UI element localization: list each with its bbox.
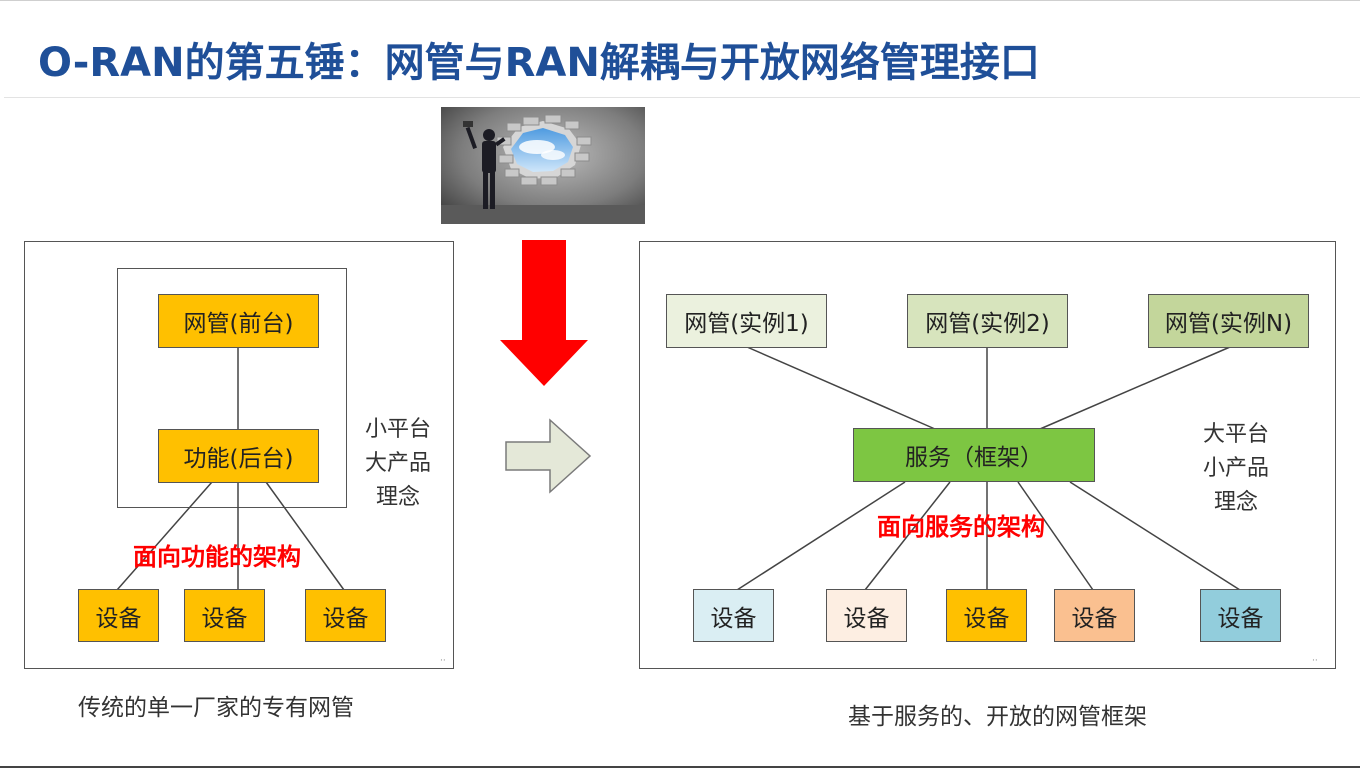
left-inner-frame bbox=[117, 268, 347, 508]
left-device-3: 设备 bbox=[305, 589, 386, 642]
man-breaking-wall-image bbox=[441, 107, 645, 224]
top-rule bbox=[0, 0, 1360, 1]
page-title: O-RAN的第五锤：网管与RAN解耦与开放网络管理接口 bbox=[38, 40, 1040, 86]
left-note: 小平台 大产品 理念 bbox=[352, 413, 444, 515]
right-panel-mark: ·· bbox=[1312, 656, 1318, 666]
left-panel-mark: ·· bbox=[440, 656, 446, 666]
right-device-3: 设备 bbox=[946, 589, 1027, 642]
right-note-line-1: 大平台 bbox=[1202, 422, 1269, 447]
title-divider bbox=[4, 97, 1360, 98]
nms-instance-2-box: 网管(实例2) bbox=[907, 294, 1068, 348]
right-note-line-3: 理念 bbox=[1213, 490, 1258, 515]
right-arrow bbox=[505, 418, 592, 494]
bottom-rule bbox=[0, 766, 1360, 768]
right-caption: 基于服务的、开放的网管框架 bbox=[848, 704, 1147, 730]
right-device-1: 设备 bbox=[693, 589, 774, 642]
nms-instance-1-box: 网管(实例1) bbox=[666, 294, 827, 348]
frontend-nms-box: 网管(前台) bbox=[158, 294, 319, 348]
left-note-line-3: 理念 bbox=[375, 485, 420, 510]
left-note-line-1: 小平台 bbox=[364, 417, 431, 442]
left-caption: 传统的单一厂家的专有网管 bbox=[78, 695, 354, 721]
red-down-arrow bbox=[500, 240, 588, 386]
service-oriented-label: 面向服务的架构 bbox=[877, 513, 1045, 541]
function-oriented-label: 面向功能的架构 bbox=[133, 543, 301, 571]
right-device-5: 设备 bbox=[1200, 589, 1281, 642]
left-device-2: 设备 bbox=[184, 589, 265, 642]
left-note-line-2: 大产品 bbox=[364, 451, 431, 476]
backend-function-box: 功能(后台) bbox=[158, 429, 319, 483]
nms-instance-n-box: 网管(实例N) bbox=[1148, 294, 1309, 348]
service-framework-box: 服务（框架） bbox=[853, 428, 1095, 482]
left-device-1: 设备 bbox=[78, 589, 159, 642]
right-note-line-2: 小产品 bbox=[1202, 456, 1269, 481]
right-device-4: 设备 bbox=[1054, 589, 1135, 642]
right-note: 大平台 小产品 理念 bbox=[1190, 418, 1282, 520]
right-device-2: 设备 bbox=[826, 589, 907, 642]
